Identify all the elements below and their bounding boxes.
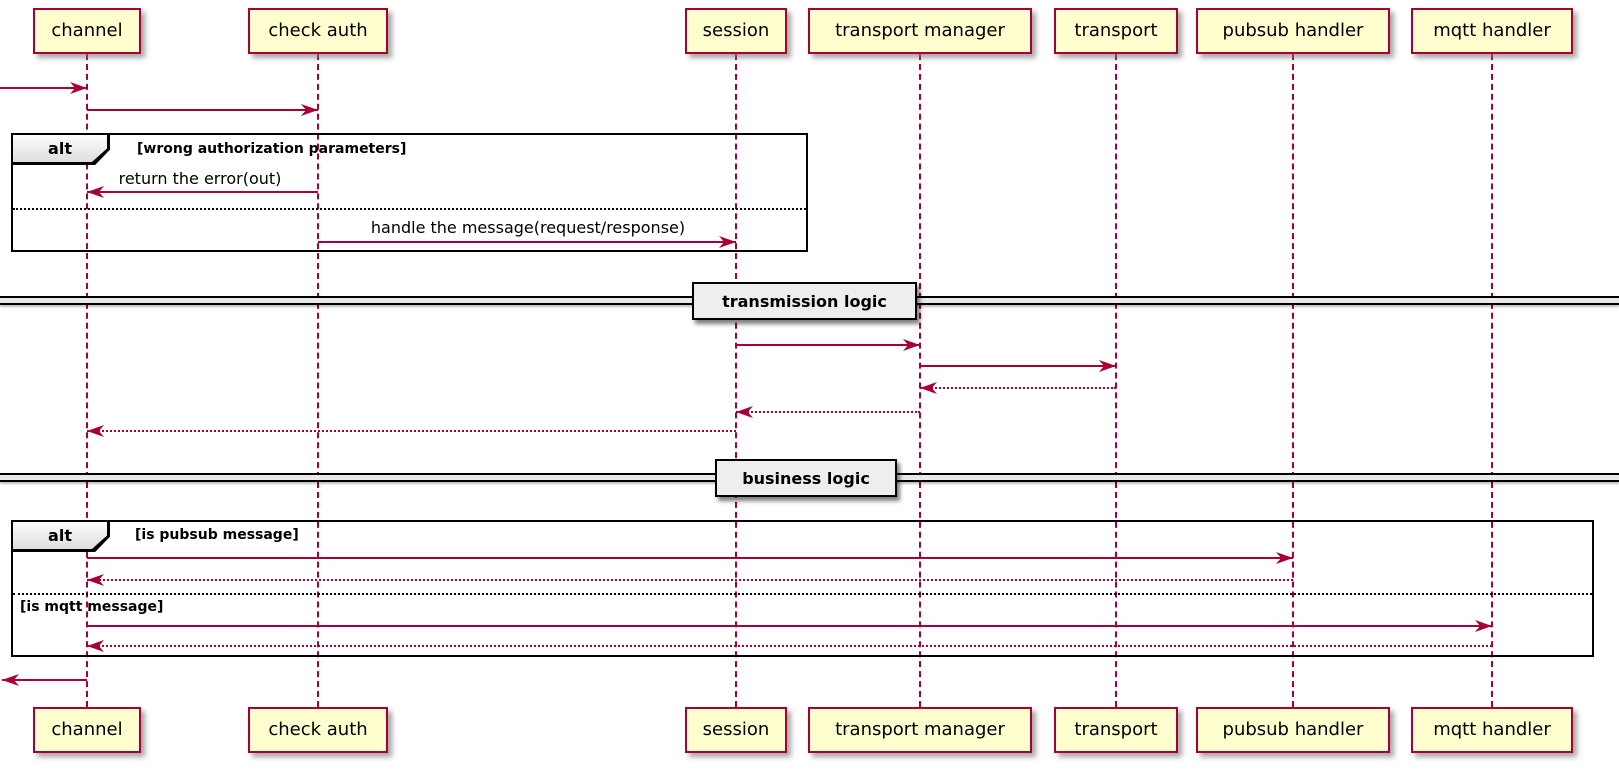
alt-keyword: alt — [13, 522, 107, 549]
participant-label: session — [702, 719, 770, 740]
participant-label: pubsub handler — [1222, 20, 1364, 41]
participant-label: channel — [51, 719, 123, 740]
message-transport-manager-return-to-session — [736, 405, 920, 419]
lifeline-channel — [86, 54, 88, 707]
message-channel-to-mqtt-handler — [87, 619, 1492, 633]
participant-label: check auth — [268, 20, 368, 41]
divider-business-logic: business logic — [715, 459, 897, 497]
participant-transport-manager-bottom: transport manager — [808, 707, 1032, 753]
participant-pubsub-handler-bottom: pubsub handler — [1196, 707, 1390, 753]
message-line — [736, 411, 920, 413]
participant-mqtt-handler-top: mqtt handler — [1411, 8, 1573, 54]
lifeline-mqtt-handler — [1491, 54, 1493, 707]
alt-keyword: alt — [13, 135, 107, 162]
message-transport-manager-to-transport — [920, 359, 1116, 373]
message-line — [87, 191, 318, 193]
message-channel-to-pubsub-handler — [87, 551, 1293, 565]
message-mqtt-handler-return-to-channel — [87, 639, 1492, 653]
participant-label: transport manager — [835, 20, 1005, 41]
divider-transmission-logic: transmission logic — [692, 282, 917, 320]
message-transport-return-to-transport-manager — [920, 381, 1116, 395]
message-line — [87, 557, 1293, 559]
participant-label: channel — [51, 20, 123, 41]
message-line — [2, 679, 87, 681]
participant-mqtt-handler-bottom: mqtt handler — [1411, 707, 1573, 753]
participant-label: pubsub handler — [1222, 719, 1364, 740]
participant-check-auth-bottom: check auth — [248, 707, 388, 753]
participant-transport-bottom: transport — [1054, 707, 1178, 753]
participant-label: transport manager — [835, 719, 1005, 740]
lifeline-pubsub-handler — [1292, 54, 1294, 707]
participant-label: session — [702, 20, 770, 41]
participant-transport-manager-top: transport manager — [808, 8, 1032, 54]
message-pubsub-handler-return-to-channel — [87, 573, 1293, 587]
message-line — [0, 87, 87, 89]
alt-keyword-tab: alt — [11, 133, 110, 165]
message-channel-to-check-auth — [87, 103, 318, 117]
lifeline-transport — [1115, 54, 1117, 707]
alt-fragment-authorization: alt [wrong authorization parameters] — [11, 133, 808, 252]
participant-label: mqtt handler — [1433, 719, 1551, 740]
participant-label: transport — [1074, 20, 1158, 41]
alt-else-divider — [13, 593, 1592, 595]
message-line — [736, 344, 920, 346]
participant-label: transport — [1074, 719, 1158, 740]
alt-else-divider — [13, 208, 806, 210]
message-line — [87, 579, 1293, 581]
participant-channel-bottom: channel — [33, 707, 141, 753]
message-channel-outgoing — [2, 673, 87, 687]
message-line — [87, 625, 1492, 627]
message-line — [87, 645, 1492, 647]
guard-is-pubsub-message: [is pubsub message] — [135, 527, 299, 543]
alt-fragment-message-type: alt [is pubsub message] [is mqtt message… — [11, 520, 1594, 657]
message-incoming-to-channel — [0, 81, 87, 95]
participant-label: check auth — [268, 719, 368, 740]
participant-label: mqtt handler — [1433, 20, 1551, 41]
message-check-auth-to-channel — [87, 185, 318, 199]
message-line — [318, 241, 736, 243]
lifeline-transport-manager — [919, 54, 921, 707]
guard-is-mqtt-message: [is mqtt message] — [20, 599, 164, 615]
guard-wrong-authorization: [wrong authorization parameters] — [137, 141, 407, 157]
message-label-return-error: return the error(out) — [118, 169, 282, 188]
participant-session-top: session — [685, 8, 787, 54]
lifeline-session — [735, 54, 737, 707]
participant-session-bottom: session — [685, 707, 787, 753]
participant-channel-top: channel — [33, 8, 141, 54]
message-check-auth-to-session — [318, 235, 736, 249]
alt-keyword-tab: alt — [11, 520, 110, 552]
lifeline-check-auth — [317, 54, 319, 707]
message-line — [87, 430, 736, 432]
divider-label: transmission logic — [722, 291, 887, 311]
participant-pubsub-handler-top: pubsub handler — [1196, 8, 1390, 54]
participant-check-auth-top: check auth — [248, 8, 388, 54]
message-line — [920, 387, 1116, 389]
message-line — [87, 109, 318, 111]
participant-transport-top: transport — [1054, 8, 1178, 54]
message-label-handle-message: handle the message(request/response) — [370, 218, 686, 237]
message-line — [920, 365, 1116, 367]
divider-label: business logic — [742, 468, 870, 488]
message-session-to-transport-manager — [736, 338, 920, 352]
message-session-return-to-channel — [87, 424, 736, 438]
